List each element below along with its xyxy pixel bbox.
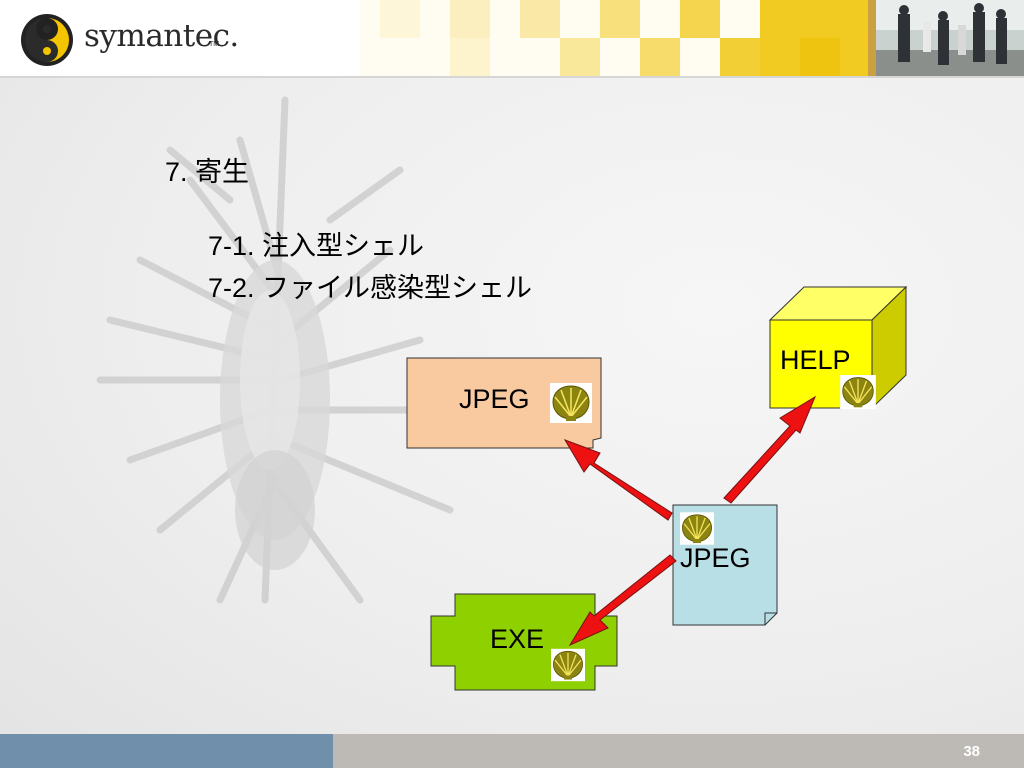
jpeg-source-label: JPEG xyxy=(680,543,751,573)
jpeg-target-document xyxy=(406,357,602,449)
header-bar: symantec. TM xyxy=(0,0,1024,77)
bullet-item-injection-shell: 7-1. 注入型シェル xyxy=(208,231,425,261)
jpeg-target-label: JPEG xyxy=(459,384,530,414)
bullet-item-file-infection-shell: 7-2. ファイル感染型シェル xyxy=(208,273,533,303)
shell-icon xyxy=(551,648,585,682)
shell-icon xyxy=(680,512,714,545)
footer-bar-blue xyxy=(0,734,333,768)
slide-heading: 7. 寄生 xyxy=(165,157,250,187)
trademark-mark: TM xyxy=(209,41,220,48)
footer-bar-gray xyxy=(333,734,1024,768)
background-shell-image xyxy=(96,96,474,604)
arrow-to-exe xyxy=(568,554,677,647)
shell-icon xyxy=(840,375,876,409)
arrow-to-help xyxy=(723,395,817,504)
header-divider xyxy=(0,76,1024,78)
symantec-logo-icon xyxy=(21,14,73,66)
brand-name: symantec. xyxy=(84,18,239,54)
exe-label: EXE xyxy=(490,624,545,654)
shell-icon xyxy=(550,383,592,423)
business-people-photo xyxy=(868,0,1024,77)
header-decoration-tiles xyxy=(360,0,870,77)
page-number: 38 xyxy=(963,743,980,760)
arrow-to-jpeg xyxy=(563,439,673,521)
help-label: HELP xyxy=(780,345,851,375)
